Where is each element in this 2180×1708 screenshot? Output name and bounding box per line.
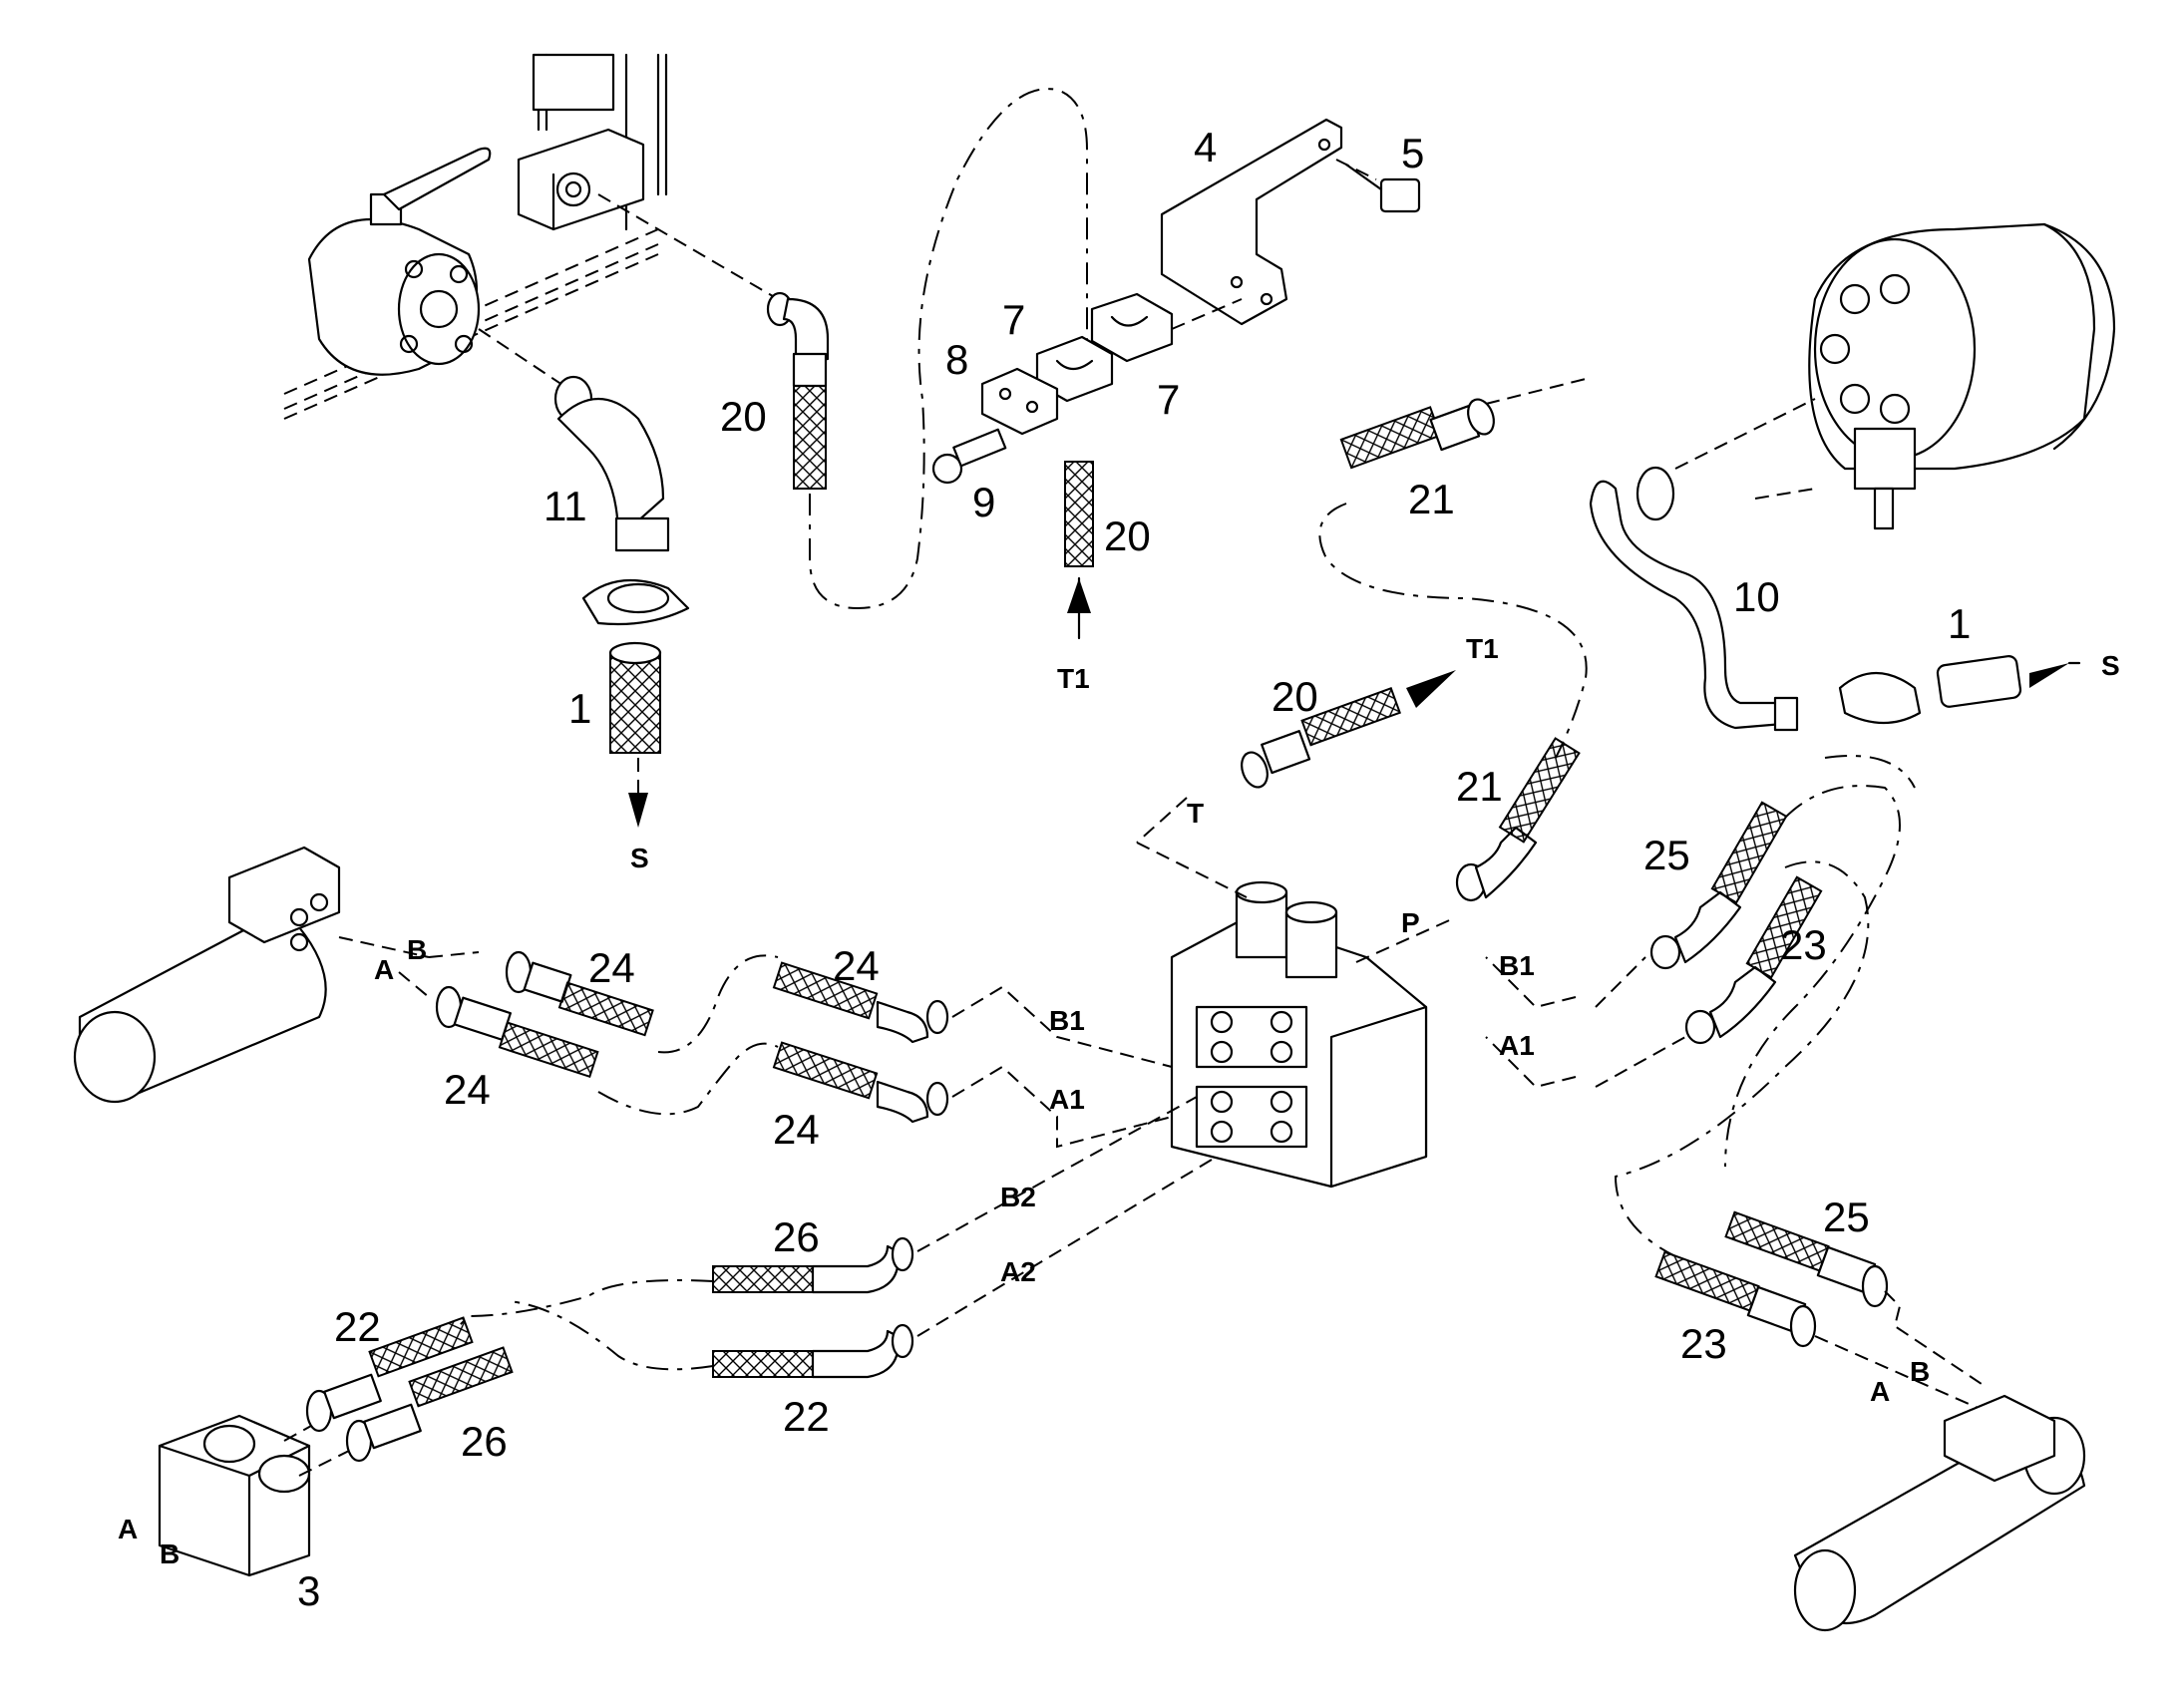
suction-hose-1 xyxy=(608,641,662,754)
port-a-left: A xyxy=(374,954,394,985)
callout-23-a: 23 xyxy=(1780,921,1827,968)
plate-8 xyxy=(980,367,1059,436)
port-block-3 xyxy=(158,1414,311,1577)
port-a-block: A xyxy=(118,1514,138,1544)
return-hose-20-left xyxy=(766,291,830,490)
ball-valve xyxy=(307,147,492,376)
hose-24-a xyxy=(505,950,654,1037)
callout-3: 3 xyxy=(297,1567,320,1614)
pressure-hose-21-upper xyxy=(1339,398,1495,470)
hydraulic-motor xyxy=(1808,222,2116,530)
callout-4: 4 xyxy=(1194,124,1217,171)
callout-24-a: 24 xyxy=(588,944,635,991)
callout-22-b: 22 xyxy=(334,1303,381,1350)
callout-24-d: 24 xyxy=(773,1106,820,1153)
port-s-down: S xyxy=(630,843,649,873)
bolt-9 xyxy=(931,428,1007,485)
clamp-1-right xyxy=(1838,671,1922,725)
bolt-5 xyxy=(1344,163,1421,213)
callout-22-a: 22 xyxy=(783,1393,830,1440)
hose-22-mid xyxy=(712,1323,914,1379)
callout-23-b: 23 xyxy=(1680,1320,1727,1367)
port-t1-right: T1 xyxy=(1466,633,1499,664)
callout-1-b: 1 xyxy=(1948,600,1971,647)
port-t1-mid: T1 xyxy=(1057,663,1090,694)
callout-25-a: 25 xyxy=(1643,832,1690,878)
callout-26-b: 26 xyxy=(461,1418,508,1465)
hose-26-mid xyxy=(712,1236,914,1294)
port-b2: B2 xyxy=(1000,1182,1036,1212)
suction-hose-1-right xyxy=(1936,655,2022,708)
port-a1-right: A1 xyxy=(1499,1030,1535,1061)
callout-20-b: 20 xyxy=(1104,512,1151,559)
hose-24-b xyxy=(435,985,599,1078)
hose-22-left xyxy=(305,1316,474,1433)
arrow-s-down xyxy=(628,793,648,828)
hose-23-upper xyxy=(1684,875,1823,1045)
arrow-t1-right xyxy=(1406,670,1456,708)
port-a2: A2 xyxy=(1000,1256,1036,1287)
callout-20-c: 20 xyxy=(1272,673,1318,720)
tank-hose-20 xyxy=(1241,687,1401,789)
bracket-4 xyxy=(1160,118,1343,326)
hose-24-d xyxy=(772,1041,949,1124)
hose-24-c xyxy=(772,961,949,1044)
port-s-right: S xyxy=(2101,650,2120,681)
port-b-block: B xyxy=(160,1538,180,1569)
callout-24-c: 24 xyxy=(444,1066,491,1113)
pressure-pipe-10 xyxy=(1589,466,1799,732)
hose-clamp-11 xyxy=(581,578,690,626)
flange-block-top xyxy=(517,128,645,231)
port-b-left: B xyxy=(407,934,427,965)
control-valve xyxy=(1170,880,1428,1189)
callout-1-a: 1 xyxy=(568,685,591,732)
callout-10: 10 xyxy=(1733,573,1780,620)
callout-7-a: 7 xyxy=(1002,296,1025,343)
hose-25-lower xyxy=(1724,1210,1889,1308)
port-b1-left: B1 xyxy=(1049,1005,1085,1036)
port-p: P xyxy=(1401,907,1420,938)
callout-7-b: 7 xyxy=(1157,376,1180,423)
right-cylinder xyxy=(1793,1394,2086,1632)
hose-26-left xyxy=(345,1346,514,1463)
callout-24-b: 24 xyxy=(833,942,880,989)
port-t: T xyxy=(1187,798,1204,829)
callout-20-a: 20 xyxy=(720,393,767,440)
port-a-cylinder: A xyxy=(1870,1376,1890,1407)
elbow-tube-11 xyxy=(553,375,670,552)
arrow-t1-up xyxy=(1067,578,1091,613)
callout-21-b: 21 xyxy=(1456,763,1503,810)
return-hose-20-mid xyxy=(1064,461,1094,567)
arrow-s-left xyxy=(2029,663,2069,688)
hose-25-upper xyxy=(1649,801,1788,970)
port-b-cylinder: B xyxy=(1910,1356,1930,1387)
left-cylinder xyxy=(73,846,341,1104)
callout-25-b: 25 xyxy=(1823,1194,1870,1240)
callout-11: 11 xyxy=(544,483,587,529)
port-a1-left: A1 xyxy=(1049,1084,1085,1115)
pressure-hose-21-lower xyxy=(1455,737,1581,902)
callout-9: 9 xyxy=(972,479,995,525)
callout-5: 5 xyxy=(1401,130,1424,176)
hose-23-lower xyxy=(1654,1250,1817,1348)
port-b1-right: B1 xyxy=(1499,950,1535,981)
callout-8: 8 xyxy=(945,336,968,383)
callout-26-a: 26 xyxy=(773,1213,820,1260)
callout-21-a: 21 xyxy=(1408,476,1455,522)
clamp-7-upper xyxy=(1090,292,1174,363)
